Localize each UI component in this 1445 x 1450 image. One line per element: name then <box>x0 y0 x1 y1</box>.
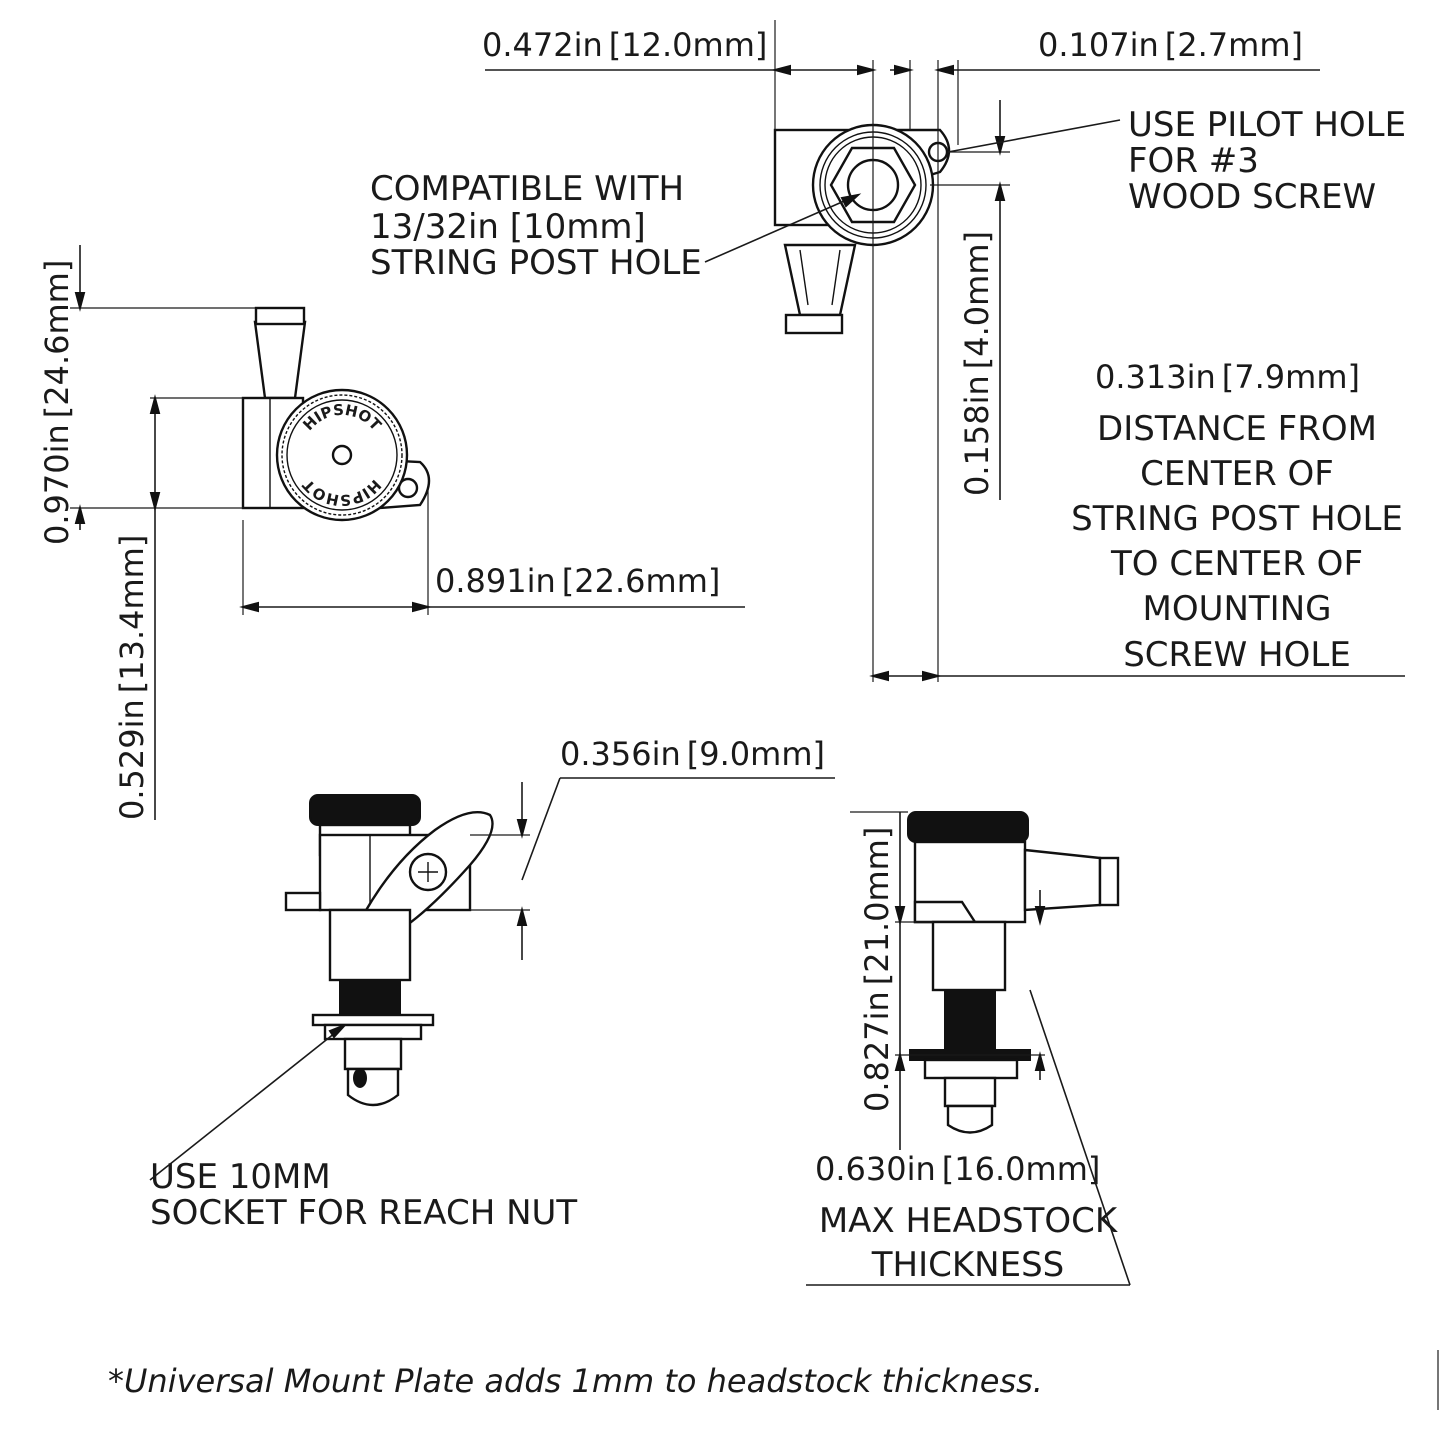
dim-height: 0.970in[24.6mm] <box>38 260 76 545</box>
svg-text:13/32in [10mm]: 13/32in [10mm] <box>370 207 646 247</box>
svg-text:THICKNESS: THICKNESS <box>871 1245 1064 1285</box>
side-view-post-top <box>254 306 306 326</box>
dim-top-width: 0.472in[12.0mm] <box>482 26 767 64</box>
svg-text:FOR #3: FOR #3 <box>1128 141 1259 181</box>
front-view-washer <box>311 1013 435 1027</box>
dim-button: 0.356in[9.0mm] <box>560 735 825 773</box>
rear-view-post-cap <box>907 811 1029 843</box>
side-view-post <box>253 320 307 400</box>
rear-view: 0.827in[21.0mm] 0.630in[16.0mm] MAX HEAD… <box>806 811 1131 1286</box>
dim-lower: 0.529in[13.4mm] <box>113 535 151 820</box>
front-view-body <box>328 908 412 982</box>
svg-text:STRING POST HOLE: STRING POST HOLE <box>370 243 702 283</box>
top-view-button-tip <box>784 313 844 335</box>
side-view: HIPSHOT HIPSHOT 0.970in[24.6mm] 0.529in[… <box>38 245 745 820</box>
rear-view-bushing <box>943 1076 997 1108</box>
rear-view-shaft-end <box>946 1104 994 1134</box>
dim-headstock: 0.630in[16.0mm] <box>815 1150 1100 1188</box>
svg-text:USE PILOT HOLE: USE PILOT HOLE <box>1128 105 1406 145</box>
top-view-button-shaft <box>783 243 857 317</box>
front-view-thread <box>339 979 401 1016</box>
svg-text:MAX HEADSTOCK: MAX HEADSTOCK <box>819 1201 1119 1241</box>
svg-text:WOOD SCREW: WOOD SCREW <box>1128 177 1376 217</box>
front-view-ear <box>284 891 322 912</box>
dim-top-offset: 0.107in[2.7mm] <box>1038 26 1303 64</box>
dim-length: 0.891in[22.6mm] <box>435 562 720 600</box>
svg-text:TO CENTER OF: TO CENTER OF <box>1110 544 1363 584</box>
rear-view-button-shaft <box>1023 848 1102 912</box>
dim-hole-offset: 0.158in[4.0mm] <box>958 231 996 496</box>
svg-text:COMPATIBLE WITH: COMPATIBLE WITH <box>370 169 684 209</box>
label-headstock: MAX HEADSTOCK THICKNESS <box>819 1201 1119 1285</box>
label-pilot-hole: USE PILOT HOLE FOR #3 WOOD SCREW <box>1128 105 1406 217</box>
footnote: *Universal Mount Plate adds 1mm to heads… <box>108 1362 1043 1400</box>
label-distance: DISTANCE FROM CENTER OF STRING POST HOLE… <box>1071 409 1403 675</box>
rear-view-thread <box>944 989 996 1051</box>
svg-text:DISTANCE FROM: DISTANCE FROM <box>1097 409 1377 449</box>
svg-text:MOUNTING: MOUNTING <box>1143 589 1332 629</box>
label-compatible: COMPATIBLE WITH 13/32in [10mm] STRING PO… <box>370 169 702 283</box>
dim-body: 0.827in[21.0mm] <box>858 827 896 1112</box>
svg-text:CENTER OF: CENTER OF <box>1140 454 1334 494</box>
top-view: 0.472in[12.0mm] 0.107in[2.7mm] 0.158in[4… <box>370 20 1406 682</box>
front-view-bushing <box>343 1037 403 1071</box>
rear-view-body <box>931 920 1007 992</box>
side-view-shaft <box>331 444 353 466</box>
dim-distance: 0.313in[7.9mm] <box>1095 358 1360 396</box>
svg-text:SOCKET FOR REACH NUT: SOCKET FOR REACH NUT <box>150 1193 577 1233</box>
svg-text:STRING POST HOLE: STRING POST HOLE <box>1071 499 1403 539</box>
rear-view-nut <box>923 1058 1019 1080</box>
front-view-post-cap <box>309 794 421 826</box>
rear-view-button-tip <box>1098 856 1120 907</box>
svg-text:SCREW HOLE: SCREW HOLE <box>1123 635 1351 675</box>
svg-text:USE 10MM: USE 10MM <box>150 1157 331 1197</box>
label-socket: USE 10MM SOCKET FOR REACH NUT <box>150 1157 577 1233</box>
front-view: 0.356in[9.0mm] USE 10MM SOCKET FOR REACH… <box>149 735 835 1233</box>
